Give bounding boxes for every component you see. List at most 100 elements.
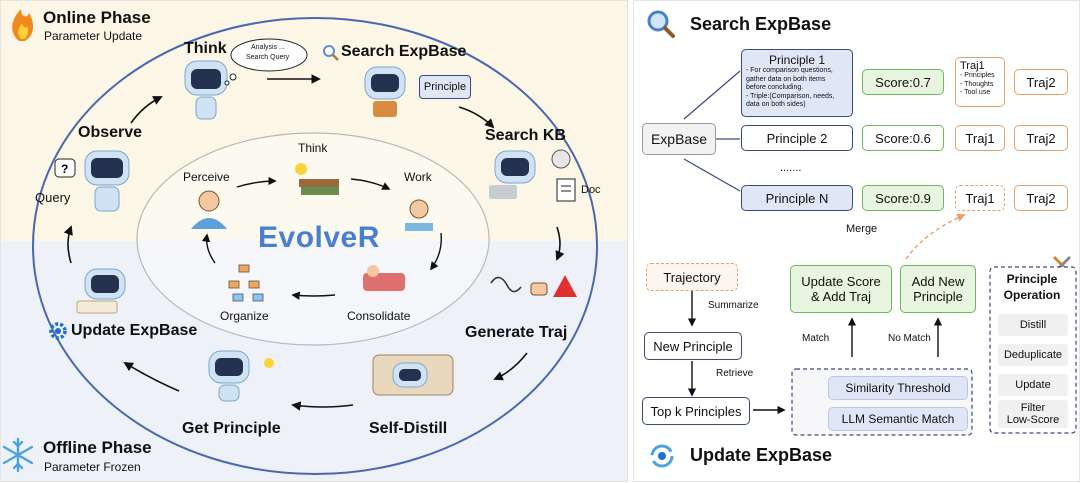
traj1-detail-item-3: - Tool use xyxy=(960,89,991,96)
search-expbase-title: Search ExpBase xyxy=(690,14,832,34)
match-label: Match xyxy=(802,333,830,344)
merge-arrow xyxy=(905,213,966,260)
principle-1-line-1: - For comparison questions, xyxy=(746,67,833,74)
thought-line-2: Search Query xyxy=(246,54,290,61)
flame-icon xyxy=(12,9,34,41)
node-generate-traj: Generate Traj xyxy=(465,324,568,341)
thought-line-1: Analysis ... xyxy=(251,44,285,51)
svg-text:?: ? xyxy=(61,162,68,176)
person-perceive-icon xyxy=(191,190,227,229)
operation-filter-line-2: Low-Score xyxy=(1006,414,1060,426)
top-k-box: Top k Principles xyxy=(642,397,750,425)
robot-observe-icon xyxy=(84,150,130,212)
outer-cycle-ellipse xyxy=(32,17,598,475)
arrow-generate-distill xyxy=(493,352,528,381)
link-expbase-pN xyxy=(683,158,741,192)
principle-2: Principle 2 xyxy=(741,125,853,151)
principle-1-line-2: gather data on both items xyxy=(746,75,826,83)
inner-work: Work xyxy=(404,170,432,184)
offline-phase-subtitle: Parameter Frozen xyxy=(44,460,141,474)
llm-semantic-match: LLM Semantic Match xyxy=(828,407,968,431)
ellipsis: ....... xyxy=(780,162,802,174)
principle-1-line-4: - Triple:(Comparison, needs, xyxy=(746,92,835,100)
online-phase-title: Online Phase xyxy=(43,8,151,27)
arrow-observe-think xyxy=(130,96,163,124)
node-self-distill: Self-Distill xyxy=(369,420,448,437)
robot-search-kb-icon xyxy=(489,150,536,199)
principle-1-line-3: before concluding. xyxy=(746,84,804,91)
similarity-threshold: Similarity Threshold xyxy=(828,376,968,400)
traj1-row2: Traj1 xyxy=(955,125,1005,151)
cycle-graphics: ? xyxy=(2,9,598,475)
evolver-title: EvolveR xyxy=(258,221,380,254)
traj2-row1: Traj2 xyxy=(1014,69,1068,95)
link-expbase-p1 xyxy=(683,70,741,120)
doc-label: Doc xyxy=(581,184,601,196)
merge-label: Merge xyxy=(846,223,878,235)
traj2-row2: Traj2 xyxy=(1014,125,1068,151)
query-label: Query xyxy=(35,190,71,205)
score-1: Score:0.7 xyxy=(862,69,944,95)
principle-1-title: Principle 1 xyxy=(768,53,826,67)
expbase-box: ExpBase xyxy=(642,123,716,155)
node-get-principle: Get Principle xyxy=(182,420,281,437)
add-new-line-2: Principle xyxy=(913,289,963,304)
hierarchy-organize-icon xyxy=(228,264,264,302)
question-chat-icon: ? xyxy=(54,158,76,178)
new-principle-box: New Principle xyxy=(644,332,742,360)
arrow-update-observe xyxy=(63,225,73,264)
magnifier-icon xyxy=(323,45,339,61)
arrow-distill-get xyxy=(291,401,354,411)
person-work-icon xyxy=(405,199,433,231)
node-search-expbase: Search ExpBase xyxy=(341,43,467,60)
robot-self-distill-icon xyxy=(372,354,454,396)
update-score-line-2: & Add Traj xyxy=(811,289,871,304)
sleeping-person-icon xyxy=(363,265,405,291)
online-phase-subtitle: Parameter Update xyxy=(44,29,143,43)
arrow-search-kb xyxy=(458,106,495,129)
node-think: Think xyxy=(184,40,227,57)
robot-search-icon xyxy=(364,66,406,117)
principle-1-line-5: data on both sides) xyxy=(746,101,806,108)
retrieve-label: Retrieve xyxy=(716,368,754,379)
score-n: Score:0.9 xyxy=(862,185,944,211)
update-expbase-title: Update ExpBase xyxy=(690,445,833,465)
robot-get-principle-icon xyxy=(208,350,274,402)
operation-update: Update xyxy=(998,374,1068,396)
operation-deduplicate: Deduplicate xyxy=(998,344,1068,366)
offline-phase-title: Offline Phase xyxy=(43,438,152,457)
arrow-organize-perceive xyxy=(201,233,216,264)
traj1-row-n: Traj1 xyxy=(955,185,1005,211)
traj2-row-n: Traj2 xyxy=(1014,185,1068,211)
operation-title-1: Principle xyxy=(1006,272,1058,286)
operation-filter-line-1: Filter xyxy=(1020,402,1046,414)
node-update-expbase: Update ExpBase xyxy=(71,322,198,339)
inner-think: Think xyxy=(298,141,328,155)
thought-bubble xyxy=(230,38,308,72)
traj1-detail-card: Traj1 - Principles - Thoughts - Tool use xyxy=(955,57,1005,107)
snowflake-icon xyxy=(2,437,34,473)
search-magnifier-icon xyxy=(647,10,675,38)
node-search-kb: Search KB xyxy=(485,127,566,144)
traj1-detail-title: Traj1 xyxy=(960,60,985,72)
arrow-think-work xyxy=(350,178,391,190)
trajectory-box: Trajectory xyxy=(646,263,738,291)
gear-icon xyxy=(49,322,67,340)
arrow-work-consolidate xyxy=(429,232,442,271)
summarize-label: Summarize xyxy=(708,300,759,311)
update-score-line-1: Update Score xyxy=(801,274,881,289)
inner-cycle-ellipse xyxy=(136,132,490,346)
arrow-get-update xyxy=(123,361,180,392)
no-match-label: No Match xyxy=(888,333,931,344)
arrow-consolidate-organize xyxy=(291,291,336,300)
expbase-panel: Search ExpBase Update ExpBase ExpBase Pr… xyxy=(633,0,1080,482)
robot-think-icon xyxy=(184,60,228,120)
generate-traj-icons xyxy=(490,275,577,297)
inner-consolidate: Consolidate xyxy=(347,309,411,323)
operation-filter: Filter Low-Score xyxy=(998,400,1068,428)
think-books-icon xyxy=(295,163,339,195)
document-icon xyxy=(556,178,576,202)
arrow-perceive-think xyxy=(236,176,277,188)
update-score-box: Update Score & Add Traj xyxy=(790,265,892,313)
